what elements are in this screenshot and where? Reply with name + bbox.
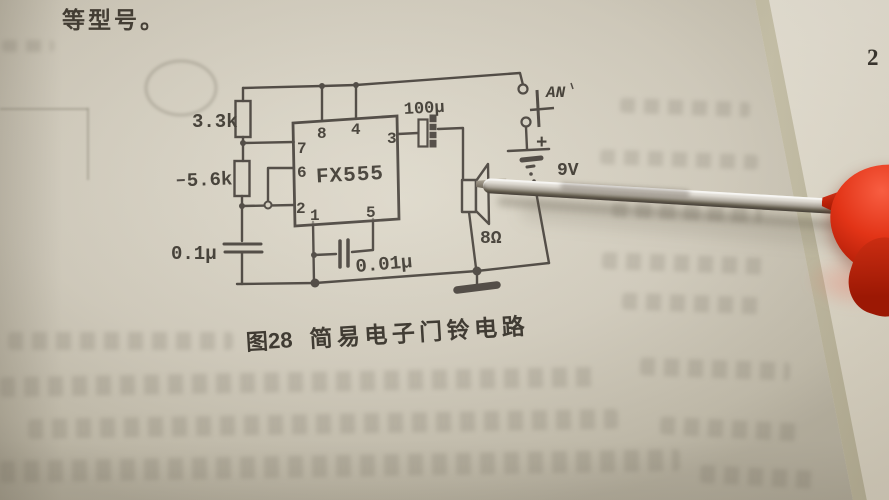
label-c2: 0.01μ <box>355 251 414 278</box>
ic-body <box>291 114 401 228</box>
ghost-line <box>0 108 88 110</box>
label-r1: 3.3k <box>192 111 238 133</box>
pin-8: 8 <box>317 125 327 143</box>
pin-3: 3 <box>387 130 397 148</box>
open-junction <box>263 200 273 210</box>
label-c1: 0.1μ <box>171 243 217 265</box>
speaker <box>460 162 491 226</box>
pin-1: 1 <box>310 207 320 225</box>
ic-pin-numbers: 7 6 2 1 8 4 3 5 <box>296 121 397 225</box>
resistor-r1 <box>234 99 252 139</box>
capacitor-c1 <box>222 242 264 254</box>
page-heading-text: 等型号。 <box>62 7 166 33</box>
label-battery-voltage: 9V <box>557 161 579 181</box>
ghost-ring-mark <box>145 60 217 116</box>
junction-dots <box>239 82 482 288</box>
resistor-r2 <box>233 159 251 198</box>
pin-2: 2 <box>296 200 306 218</box>
label-switch: AN <box>545 84 566 102</box>
switch-an <box>517 83 555 128</box>
ghost-text-smudge <box>8 332 233 350</box>
pin-7: 7 <box>297 140 307 158</box>
battery <box>506 147 551 183</box>
ground-symbol <box>453 281 501 294</box>
switch-label-prime <box>570 82 574 90</box>
label-r2: 5.6k <box>186 168 232 192</box>
capacitor-c2 <box>338 238 350 269</box>
label-c3: 100μ <box>403 99 445 120</box>
pin-6: 6 <box>297 164 307 182</box>
ghost-text-smudge <box>2 40 54 52</box>
label-battery-plus: + <box>536 132 547 154</box>
pin-5: 5 <box>366 204 376 222</box>
label-speaker-impedance: 8Ω <box>480 229 502 249</box>
capacitor-c3 <box>417 114 437 148</box>
page-number: 2 <box>867 45 879 70</box>
ghost-line <box>87 108 89 180</box>
pin-4: 4 <box>351 121 361 139</box>
ic-label: FX555 <box>316 163 385 190</box>
